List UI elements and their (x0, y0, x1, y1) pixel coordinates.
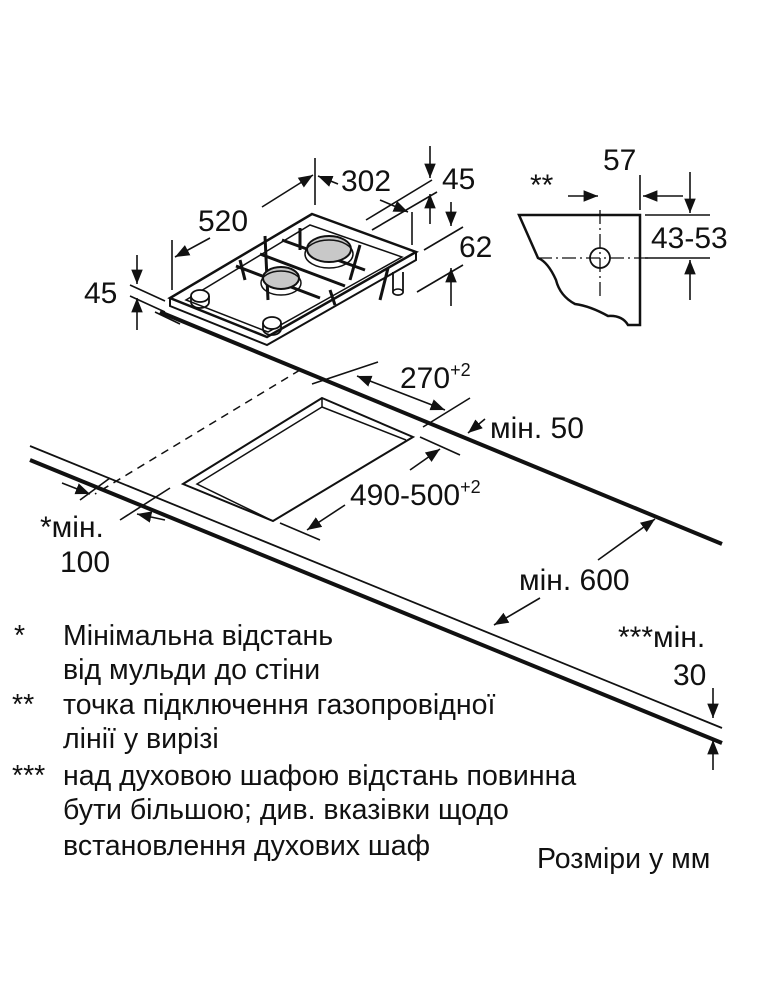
min-front-distance-label: ***мін. (618, 621, 705, 654)
hob-depth-label: 520 (198, 205, 248, 238)
min-side-distance-value: 100 (60, 546, 110, 579)
gas-connector-icon (392, 272, 404, 296)
cutout (180, 396, 416, 523)
cutout-axis-dashed (94, 369, 301, 495)
note-line: точка підключення газопровідної (63, 689, 495, 721)
note-marker: * (14, 620, 25, 652)
min-front-distance-value: 30 (673, 659, 706, 692)
min-side-distance-label: *мін. (40, 511, 104, 544)
note-line: від мульди до стіни (63, 654, 320, 686)
note-line: лінії у вирізі (63, 723, 219, 755)
knob-icon (262, 316, 282, 336)
hob-height-left-label: 45 (84, 277, 117, 310)
min-back-distance-label: мін. 50 (490, 412, 584, 445)
hob-drawing (167, 212, 419, 347)
note-line: Мінімальна відстань (63, 620, 333, 652)
cutout-depth-label: 490-500+2 (350, 477, 481, 512)
footnotes: * Мінімальна відстань від мульди до стін… (12, 620, 576, 862)
countertop-back-edge (159, 310, 723, 546)
gas-offset-label: 57 (603, 144, 636, 177)
note-line: над духовою шафою відстань повинна (63, 760, 576, 792)
knob-icon (190, 289, 210, 309)
gas-height-label: 43-53 (651, 222, 728, 255)
min-counter-depth-label: мін. 600 (519, 564, 630, 597)
hob-width-label: 302 (341, 165, 391, 198)
note-line: встановлення духових шаф (63, 830, 430, 862)
note-marker: ** (12, 689, 34, 721)
units-caption: Розміри у мм (537, 843, 710, 875)
gas-connection-detail (517, 172, 710, 327)
countertop-front-edge-top (29, 445, 723, 729)
countertop-front-edge (29, 458, 723, 745)
hob-edge (169, 252, 417, 347)
note-marker: *** (12, 760, 45, 792)
countertop (29, 310, 723, 745)
hob-inner-rim (184, 224, 404, 333)
hob-dimension-lines (129, 146, 464, 330)
hob-outline (167, 212, 419, 339)
cutout-width-label: 270+2 (400, 360, 471, 395)
note-line: бути більшою; див. вказівки щодо (63, 794, 509, 826)
gas-connection-point-icon (589, 247, 611, 269)
hob-under-depth-label: 62 (459, 231, 492, 264)
cutout-dimension-lines (61, 361, 719, 770)
hob-height-top-label: 45 (442, 163, 475, 196)
gas-detail-marker: ** (530, 169, 554, 202)
